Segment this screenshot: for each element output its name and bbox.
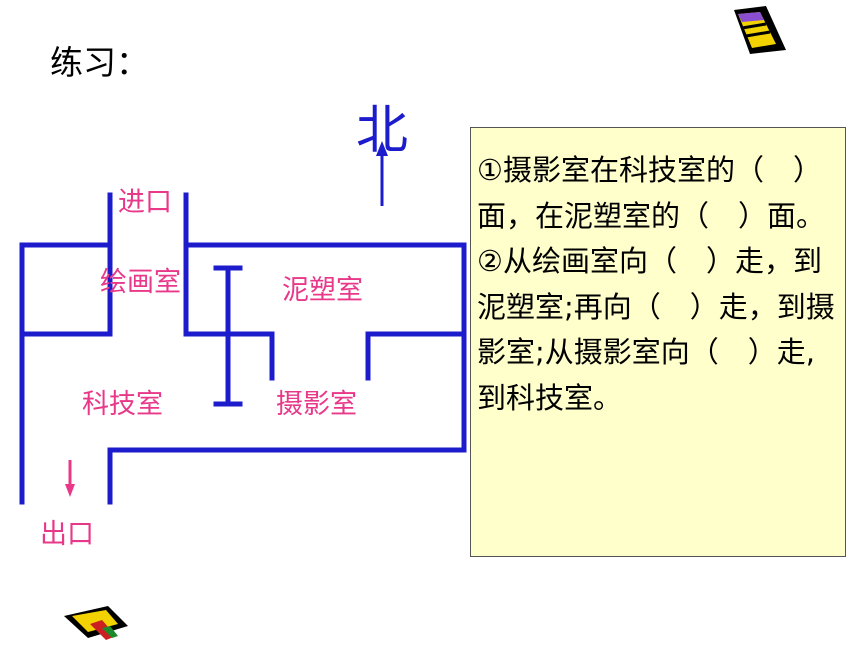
question-1: ①摄影室在科技室的（ ）面，在泥塑室的（ ）面。 (477, 153, 826, 233)
painting-room-label: 绘画室 (100, 267, 181, 298)
wall-top-right (107, 192, 467, 505)
science-room-label: 科技室 (82, 389, 163, 420)
notebook-icon (64, 606, 128, 640)
exit-arrow (65, 460, 75, 497)
north-label: 北 (356, 101, 409, 161)
folder-icon (734, 6, 786, 54)
clay-room-label: 泥塑室 (282, 275, 363, 306)
page-title: 练习： (50, 43, 149, 82)
question-2: ②从绘画室向（ ）走，到泥塑室;再向（ ）走，到摄影室;从摄影室向（ ）走,到科… (477, 244, 835, 415)
wall-painting-room (19, 242, 113, 337)
floor-plan-walls (19, 192, 467, 505)
wall-top-left (19, 192, 113, 505)
entrance-label: 进口 (118, 187, 172, 218)
exit-label: 出口 (40, 519, 94, 550)
north-arrow (376, 141, 388, 206)
wall-clay-room (365, 331, 467, 381)
photo-room-label: 摄影室 (276, 389, 357, 420)
question-box: ①摄影室在科技室的（ ）面，在泥塑室的（ ）面。 ②从绘画室向（ ）走，到泥塑室… (470, 127, 846, 557)
